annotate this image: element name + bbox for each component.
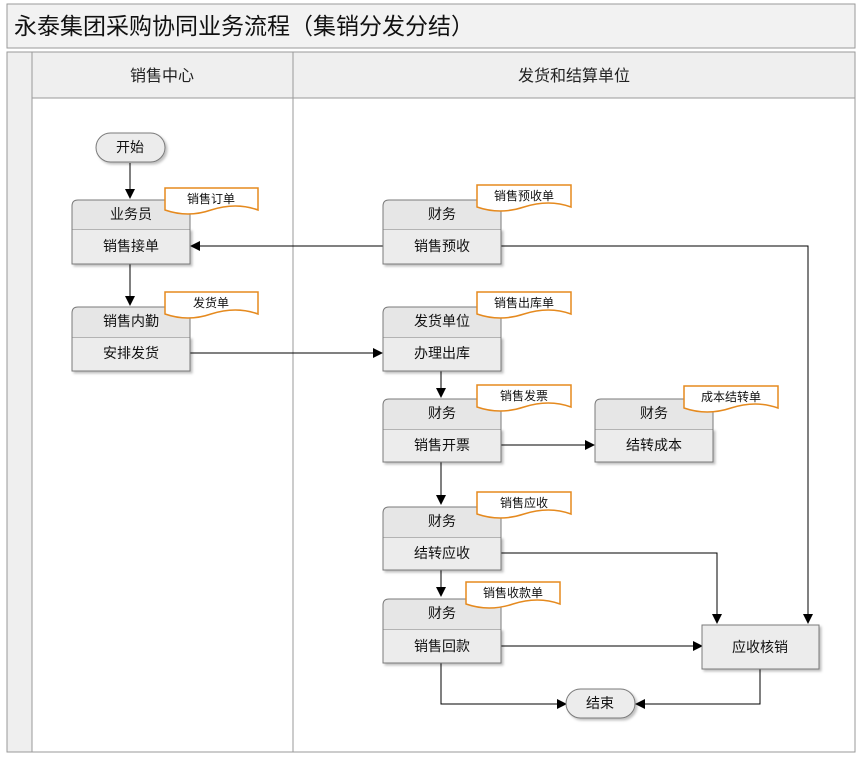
p8-doc: 销售收款单 <box>483 585 543 600</box>
lane-label-sales: 销售中心 <box>130 66 194 85</box>
lane-header-sales <box>31 51 294 99</box>
process-p5: 财务 销售开票 <box>382 398 502 463</box>
end-label: 结束 <box>586 696 614 712</box>
process-p8: 财务 销售回款 <box>382 598 502 664</box>
start-label: 开始 <box>116 140 144 156</box>
diagram-title: 永泰集团采购协同业务流程（集销分发分结） <box>14 14 474 40</box>
doc-p6: 成本结转单 <box>683 385 779 413</box>
p7-doc: 销售应收 <box>500 495 548 510</box>
p3-role: 财务 <box>428 207 456 223</box>
process-p3: 财务 销售预收 <box>382 199 502 265</box>
p7-action: 结转应收 <box>414 545 470 562</box>
doc-p2: 发货单 <box>164 291 259 319</box>
p8-role: 财务 <box>428 606 456 622</box>
doc-p8: 销售收款单 <box>465 581 561 609</box>
p5-doc: 销售发票 <box>500 388 548 403</box>
process-p1: 业务员 销售接单 <box>71 199 191 265</box>
lane-label-ship: 发货和结算单位 <box>518 66 630 85</box>
p4-action: 办理出库 <box>414 346 470 362</box>
process-p4: 发货单位 办理出库 <box>382 306 502 372</box>
p2-role: 销售内勤 <box>103 314 159 330</box>
p6-action: 结转成本 <box>626 438 682 454</box>
p1-doc: 销售订单 <box>187 191 235 206</box>
connector-p3-settle <box>501 245 813 624</box>
p4-doc: 销售出库单 <box>494 295 554 310</box>
p1-role: 业务员 <box>110 207 152 223</box>
end-terminal: 结束 <box>565 688 636 719</box>
p8-action: 销售回款 <box>414 639 470 655</box>
doc-p1: 销售订单 <box>164 187 259 215</box>
title-bar <box>6 3 856 49</box>
connector-p8-end <box>440 663 567 709</box>
connector-settle-end <box>635 669 761 709</box>
p4-role: 发货单位 <box>414 313 470 330</box>
p5-role: 财务 <box>428 406 456 422</box>
connectors <box>125 163 813 709</box>
doc-p4: 销售出库单 <box>476 291 572 319</box>
pool-side-band <box>6 51 33 753</box>
settle-label: 应收核销 <box>732 639 788 656</box>
process-p6: 财务 结转成本 <box>594 398 714 463</box>
p3-doc: 销售预收单 <box>494 188 554 203</box>
connector-p7-settle <box>501 552 722 624</box>
p1-action: 销售接单 <box>103 238 159 255</box>
p2-action: 安排发货 <box>103 345 159 362</box>
p6-doc: 成本结转单 <box>701 389 761 404</box>
process-p2: 销售内勤 安排发货 <box>71 306 191 372</box>
p5-action: 销售开票 <box>414 438 470 454</box>
p3-action: 销售预收 <box>414 239 470 255</box>
doc-p3: 销售预收单 <box>476 184 572 212</box>
p2-doc: 发货单 <box>193 295 229 310</box>
p7-role: 财务 <box>428 514 456 530</box>
lane-header-ship <box>292 51 856 99</box>
settle-box: 应收核销 <box>701 624 820 670</box>
doc-p7: 销售应收 <box>476 491 572 519</box>
doc-p5: 销售发票 <box>476 384 572 412</box>
p6-role: 财务 <box>640 406 668 422</box>
start-terminal: 开始 <box>95 132 166 163</box>
